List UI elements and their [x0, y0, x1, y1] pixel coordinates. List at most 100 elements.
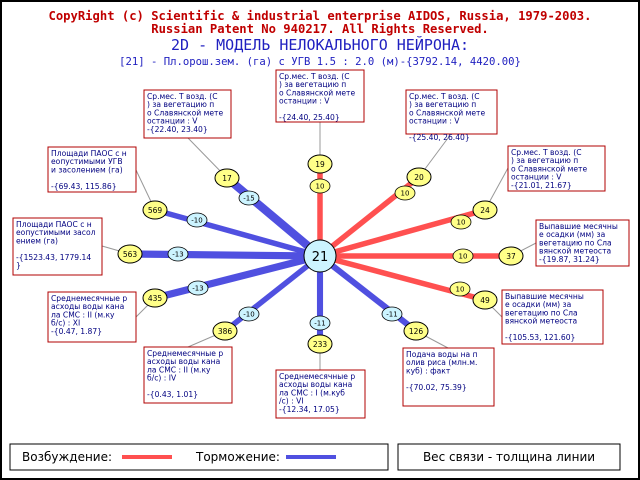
factor-box-line-569-1: еопустимыми УГВ	[51, 157, 123, 166]
factor-box-line-19-3: останции : V	[279, 97, 330, 106]
factor-box-line-20-1: ) за вегетацию п	[409, 100, 476, 109]
node-20	[406, 167, 432, 187]
factor-box-line-435-0: Среднемесячные р	[51, 294, 127, 303]
factor-box-line-386-1: асходы воды кана	[147, 357, 220, 366]
factor-box-49	[501, 289, 604, 345]
factor-box-line-24-4: -{21.01, 21.67}	[511, 181, 572, 190]
link-weight-badge-20	[394, 185, 416, 201]
node-563	[117, 244, 143, 264]
node-label-24: 24	[480, 206, 490, 215]
link-weight-text-386: -10	[243, 311, 254, 319]
link-weight-badge-49	[449, 281, 471, 297]
link-weight-text-569: -10	[191, 217, 202, 225]
factor-box-563	[12, 217, 103, 276]
factor-box-line-563-2: ением (га)	[16, 236, 58, 245]
node-label-386: 386	[218, 327, 233, 336]
factor-box-line-20-3: останции : V	[409, 117, 460, 126]
factor-box-line-17-2: о Славянской мете	[147, 108, 223, 117]
factor-box-17	[143, 89, 232, 139]
node-435	[142, 288, 168, 308]
factor-box-line-24-1: ) за вегетацию п	[511, 156, 578, 165]
factor-box-line-233-4: -{12.34, 17.05}	[279, 405, 340, 414]
node-label-17: 17	[222, 174, 232, 183]
factor-box-line-20-5: -{25.40, 26.40}	[409, 133, 470, 142]
legend-inhibit-label: Торможение:	[195, 450, 280, 464]
factor-box-line-24-2: о Славянской мете	[511, 164, 587, 173]
factor-box-line-435-2: ла СМС : II (м.ку	[51, 310, 115, 319]
factor-box-line-37-0: Выпавшие месячны	[539, 222, 618, 231]
copyright-line: CopyRight (c) Scientific & industrial en…	[49, 9, 592, 23]
factor-box-line-49-1: е осадки (мм) за	[505, 300, 571, 309]
factor-box-line-569-4: -{69.43, 115.86}	[51, 182, 117, 191]
factor-box-24	[507, 145, 606, 192]
factor-box-line-386-3: б/с) : IV	[147, 374, 177, 383]
legend: Возбуждение: Торможение: Вес связи - тол…	[9, 443, 621, 471]
node-24	[472, 200, 498, 220]
link-435	[154, 252, 321, 302]
link-weight-text-24: 10	[457, 219, 466, 227]
factor-box-line-17-1: ) за вегетацию п	[147, 100, 214, 109]
factor-boxes-layer: Ср.мес. Т возд. (С) за вегетацию по Слав…	[12, 69, 630, 419]
factor-box-line-386-0: Среднемесячные р	[147, 349, 223, 358]
factor-box-line-126-1: олив риса (млн.м.	[406, 358, 477, 367]
link-weight-text-233: -11	[314, 320, 325, 328]
factor-box-line-19-1: ) за вегетацию п	[279, 80, 346, 89]
factor-box-126	[402, 347, 495, 407]
node-386	[212, 321, 238, 341]
link-weight-text-20: 10	[401, 190, 410, 198]
factor-box-line-126-2: куб) : факт	[406, 366, 451, 375]
center-neuron: 21	[303, 239, 337, 273]
node-label-563: 563	[123, 250, 138, 259]
center-neuron-label: 21	[312, 250, 329, 265]
node-126	[403, 321, 429, 341]
factor-box-line-37-3: вянской метеоста	[539, 247, 611, 256]
factor-box-line-569-0: Площади ПАОС с н	[51, 149, 127, 158]
node-label-19: 19	[315, 160, 325, 169]
factor-box-line-563-4: -{1523.43, 1779.14	[16, 253, 91, 262]
factor-box-line-19-2: о Славянской мете	[279, 88, 355, 97]
link-569	[154, 207, 321, 259]
factor-box-19	[275, 69, 365, 123]
factor-box-line-233-3: /с) : VI	[279, 397, 304, 406]
factor-box-line-49-0: Выпавшие месячны	[505, 292, 584, 301]
factor-box-line-49-5: -{105.53, 121.60}	[505, 333, 575, 342]
legend-weight-box	[397, 443, 621, 471]
factor-box-line-37-1: е осадки (мм) за	[539, 230, 605, 239]
factor-box-line-126-0: Подача воды на п	[406, 350, 478, 359]
link-weight-badge-126	[381, 306, 403, 322]
factor-box-line-233-1: асходы воды кана	[279, 380, 352, 389]
link-weight-text-37: 10	[459, 253, 468, 261]
link-weight-badge-24	[450, 214, 472, 230]
link-weight-badge-435	[187, 280, 209, 296]
node-label-49: 49	[480, 296, 490, 305]
link-weight-badge-233	[309, 315, 331, 331]
factor-box-line-37-4: -{19.87, 31.24}	[539, 255, 600, 264]
link-weight-badge-569	[186, 212, 208, 228]
factor-box-line-563-5: }	[16, 261, 21, 270]
patent-line: Russian Patent No 940217. All Rights Res…	[151, 22, 489, 36]
factor-box-line-24-0: Ср.мес. Т возд. (С	[511, 148, 582, 157]
node-569	[142, 200, 168, 220]
link-17	[224, 174, 323, 260]
link-weight-badge-19	[309, 178, 331, 194]
node-label-435: 435	[148, 294, 163, 303]
node-19	[307, 154, 333, 174]
factor-box-line-233-0: Среднемесячные р	[279, 372, 355, 381]
factor-box-line-17-3: останции : V	[147, 117, 198, 126]
factor-box-line-49-3: вянской метеоста	[505, 317, 577, 326]
link-weight-badge-386	[238, 306, 260, 322]
link-weight-badge-37	[452, 248, 474, 264]
link-weight-text-19: 10	[316, 183, 325, 191]
link-weight-text-126: -11	[386, 311, 397, 319]
factor-box-line-435-4: -{0.47, 1.87}	[51, 327, 102, 336]
factor-box-386	[143, 346, 233, 404]
link-weight-badge-563	[167, 246, 189, 262]
factor-box-line-563-1: еопустимыми засол	[16, 228, 96, 237]
legend-excite-label: Возбуждение:	[22, 450, 112, 464]
factor-box-233	[275, 369, 366, 419]
factor-box-line-49-2: вегетацию по Сла	[505, 308, 578, 317]
model-subtitle: [21] - Пл.орош.зем. (га) с УГВ 1.5 : 2.0…	[119, 56, 521, 68]
link-weight-badge-17	[238, 190, 260, 206]
